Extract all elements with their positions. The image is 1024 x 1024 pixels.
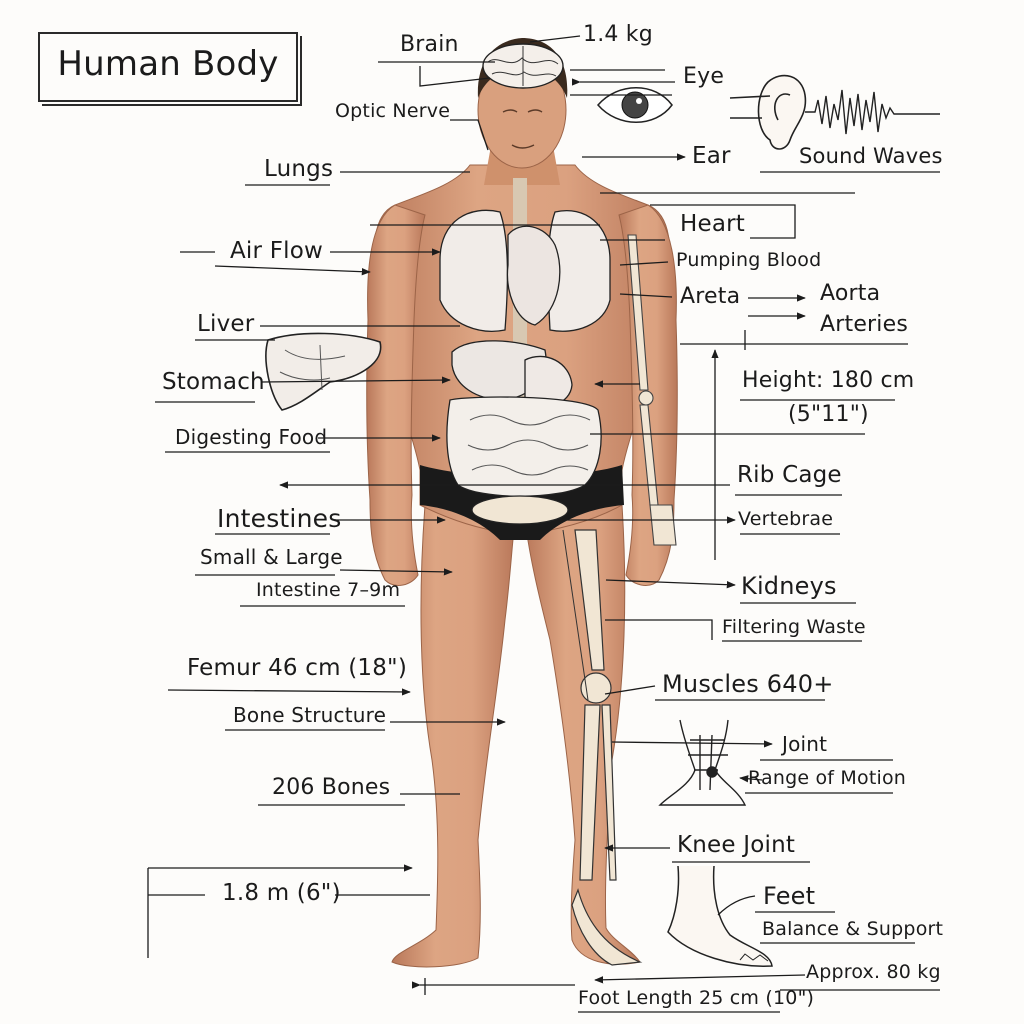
- page-title: Human Body: [57, 44, 279, 84]
- left-leg: [391, 504, 516, 968]
- label-arteries: Arteries: [820, 312, 909, 337]
- label-brain-weight: 1.4 kg: [583, 22, 653, 47]
- label-muscles: Muscles 640+: [662, 670, 834, 698]
- label-height: Height: 180 cm: [742, 368, 915, 393]
- ear-sketch: [729, 74, 807, 150]
- ankle-joint-sketch: [658, 719, 747, 806]
- label-sound-waves: Sound Waves: [799, 144, 943, 168]
- leg-skeleton: [562, 529, 643, 966]
- label-heart: Heart: [680, 211, 746, 237]
- label-intestine-length: Intestine 7–9m: [256, 579, 401, 601]
- label-areta: Areta: [680, 284, 741, 309]
- label-optic-nerve: Optic Nerve: [335, 100, 451, 122]
- label-joint: Joint: [782, 732, 828, 756]
- label-kidneys: Kidneys: [741, 572, 837, 600]
- label-bone-structure: Bone Structure: [233, 703, 387, 727]
- label-brain: Brain: [400, 32, 459, 57]
- title-box: Human Body: [38, 32, 298, 102]
- liver-sketch: [265, 332, 382, 411]
- label-aorta: Aorta: [820, 281, 881, 306]
- label-small-large: Small & Large: [200, 545, 343, 569]
- sound-wave-icon: [805, 89, 940, 135]
- label-feet: Feet: [763, 882, 816, 910]
- label-pumping-blood: Pumping Blood: [676, 249, 822, 271]
- label-height-imperial: (5"11"): [788, 402, 869, 427]
- label-liver: Liver: [197, 311, 255, 337]
- label-ear: Ear: [692, 143, 731, 169]
- human-figure: [366, 38, 678, 968]
- label-intestines: Intestines: [217, 504, 342, 533]
- foot-sketch: [667, 865, 773, 967]
- label-206-bones: 206 Bones: [272, 775, 391, 800]
- label-air-flow: Air Flow: [230, 238, 323, 264]
- label-foot-length: Foot Length 25 cm (10"): [578, 987, 815, 1009]
- label-rib-cage: Rib Cage: [737, 462, 842, 488]
- eye-sketch: [597, 87, 673, 123]
- label-range-of-motion: Range of Motion: [748, 767, 907, 789]
- organ-overlay: [439, 178, 611, 525]
- label-vertebrae: Vertebrae: [738, 508, 834, 530]
- label-lungs: Lungs: [264, 156, 334, 182]
- label-digesting-food: Digesting Food: [175, 425, 328, 449]
- label-weight: Approx. 80 kg: [806, 961, 941, 983]
- label-balance-support: Balance & Support: [762, 918, 944, 940]
- label-filtering-waste: Filtering Waste: [722, 616, 866, 638]
- arm-skeleton: [627, 234, 677, 546]
- label-eye: Eye: [683, 64, 725, 89]
- label-knee-joint: Knee Joint: [677, 832, 796, 858]
- label-total-height: 1.8 m (6"): [222, 880, 341, 906]
- label-femur: Femur 46 cm (18"): [187, 655, 408, 681]
- callout-lines: [147, 35, 940, 1013]
- label-stomach: Stomach: [162, 369, 265, 395]
